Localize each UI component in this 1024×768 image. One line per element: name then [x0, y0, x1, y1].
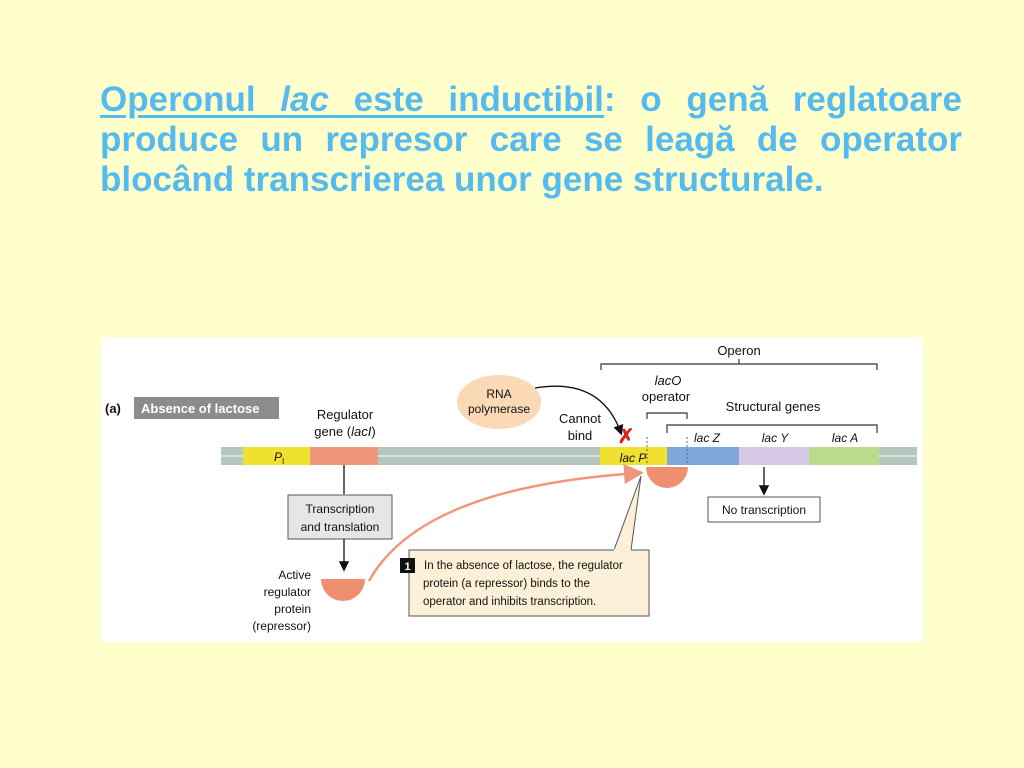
panel-letter: (a)	[105, 401, 121, 416]
transcription-box-line2: and translation	[301, 520, 380, 534]
gene-lacy-label: lac Y	[762, 431, 789, 445]
lac-operon-figure: (a) Absence of lactose Operon lacO opera…	[101, 337, 923, 642]
step-text-line2: protein (a repressor) binds to the	[423, 578, 590, 590]
gene-laca-label: lac A	[832, 431, 858, 445]
callout-pointer	[613, 475, 642, 551]
transcription-box	[287, 494, 393, 540]
step-text-line1: In the absence of lactose, the regulator	[424, 560, 623, 572]
gene-laca	[809, 447, 879, 465]
title-underlined-part: Operonul lac este inductibil	[100, 80, 604, 119]
repressor-binding-arrow	[367, 463, 644, 582]
rna-polymerase	[457, 375, 541, 429]
title-word-lac: lac	[280, 80, 329, 119]
gene-lacz-label: lac Z	[694, 431, 721, 445]
rna-polymerase-label-1: RNA	[486, 387, 511, 401]
operon-bracket	[600, 363, 878, 370]
panel-title-box	[134, 397, 279, 419]
gene-lacp-label: lac P	[620, 451, 647, 465]
cannot-bind-label-1: Cannot	[559, 411, 601, 426]
active-regulator-label-2: regulator	[264, 585, 311, 599]
gene-lacz	[667, 447, 739, 465]
operon-label: Operon	[717, 343, 760, 358]
cannot-bind-label-2: bind	[568, 428, 593, 443]
cannot-bind-x-mark: ✗	[618, 426, 635, 448]
gene-laci	[310, 447, 378, 465]
step-number: 1	[404, 561, 410, 573]
step-number-badge	[400, 558, 415, 573]
regulator-gene-name: gene (lacI)	[314, 424, 375, 439]
operator-bracket	[646, 412, 688, 419]
title-colon: :	[603, 80, 616, 119]
rna-polymerase-arrow	[534, 385, 624, 436]
no-transcription-box	[707, 496, 821, 523]
title-word-este-inductibil: este inductibil	[353, 80, 604, 119]
callout-box	[408, 549, 650, 617]
bound-repressor	[646, 467, 688, 488]
gene-lacp	[600, 447, 667, 465]
rna-polymerase-label-2: polymerase	[468, 402, 530, 416]
transcription-box-line1: Transcription	[306, 502, 375, 516]
panel-title: Absence of lactose	[141, 401, 260, 416]
gene-p1-label: PI	[274, 450, 284, 466]
gene-lacy	[739, 447, 809, 465]
laco-label: lacO	[655, 373, 682, 388]
active-regulator-label-4: (repressor)	[252, 619, 311, 633]
operator-label: operator	[642, 389, 691, 404]
slide-title: Operonul lac este inductibil: o genă reg…	[100, 80, 962, 200]
structural-genes-bracket	[666, 424, 878, 433]
structural-genes-label: Structural genes	[726, 399, 821, 414]
step-text-line3: operator and inhibits transcription.	[423, 596, 596, 608]
active-regulator-label-3: protein	[274, 602, 311, 616]
no-transcription-label: No transcription	[722, 503, 806, 517]
active-repressor	[321, 579, 365, 601]
title-word-operonul: Operonul	[100, 80, 256, 119]
title-rest: o genă reglatoare produce un represor ca…	[100, 80, 962, 199]
lac-operon-diagram: (a) Absence of lactose Operon lacO opera…	[105, 343, 917, 633]
regulator-gene-label: Regulator	[317, 407, 374, 422]
gene-p1	[243, 447, 310, 465]
active-regulator-label-1: Active	[278, 568, 311, 582]
